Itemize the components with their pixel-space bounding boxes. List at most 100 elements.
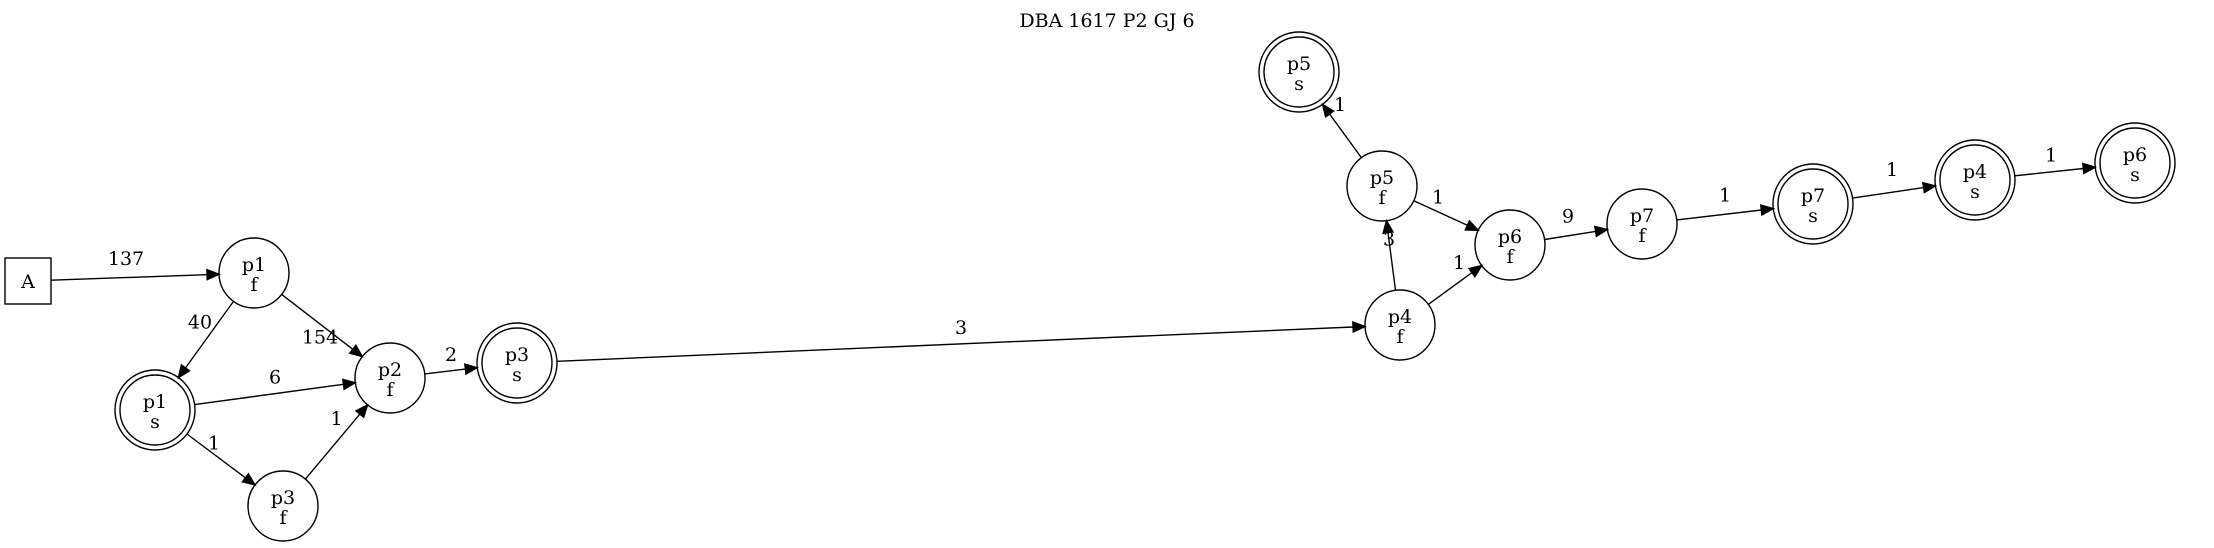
node-sublabel: s — [1808, 205, 1818, 227]
node-outer-ring — [1258, 31, 1340, 113]
edge-line — [1387, 232, 1397, 291]
edge-line — [194, 383, 344, 406]
edge-label: 40 — [188, 312, 212, 334]
node-sublabel: f — [1396, 326, 1405, 348]
edge-line — [2014, 167, 2084, 177]
edge-label: 2 — [445, 344, 457, 366]
node-label: p4 — [1388, 306, 1412, 328]
edge-p4s-to-p6s: 1 — [2014, 145, 2097, 177]
node-circle — [247, 470, 319, 542]
node-sublabel: f — [1638, 225, 1647, 247]
arrowhead-icon — [206, 268, 221, 281]
edge-label: 3 — [1383, 229, 1395, 251]
edge-label: 137 — [108, 248, 144, 270]
edge-line — [1852, 186, 1924, 199]
node-circle — [1364, 289, 1436, 361]
node-sublabel: f — [250, 274, 259, 296]
edge-label: 1 — [330, 408, 342, 430]
node-sublabel: s — [2130, 164, 2140, 186]
node-circle — [354, 342, 426, 414]
node-label: p3 — [505, 344, 529, 366]
node-p6f: p6f — [1474, 209, 1546, 281]
node-label: p1 — [242, 254, 266, 276]
node-sublabel: s — [512, 364, 522, 386]
edge-label: 1 — [1453, 252, 1465, 274]
node-outer-ring — [1772, 163, 1854, 245]
arrowhead-icon — [2081, 162, 2097, 175]
arrowhead-icon — [241, 472, 257, 487]
edge-p1s-to-p3f: 1 — [186, 433, 257, 487]
edge-p7s-to-p4s: 1 — [1852, 159, 1938, 199]
edge-label: 1 — [2045, 145, 2057, 167]
edge-label: 154 — [302, 327, 338, 349]
edge-line — [424, 368, 466, 375]
node-p6s: p6s — [2094, 122, 2176, 204]
edge-line — [1329, 113, 1362, 159]
node-sublabel: f — [1378, 187, 1387, 209]
node-label: p5 — [1370, 167, 1394, 189]
edge-line — [1427, 272, 1473, 305]
node-box — [4, 257, 52, 305]
node-p7f: p7f — [1606, 188, 1678, 260]
edge-label: 1 — [1334, 94, 1346, 116]
node-label: A — [20, 271, 35, 293]
edge-p1f-to-p1s: 40 — [177, 300, 235, 380]
node-circle — [2099, 127, 2171, 199]
edge-line — [1676, 209, 1762, 221]
node-label: p5 — [1287, 53, 1311, 75]
node-circle — [481, 327, 553, 399]
edge-label: 3 — [955, 317, 967, 339]
node-label: p3 — [271, 487, 295, 509]
edge-p5f-to-p5s: 1 — [1321, 94, 1362, 159]
node-label: p7 — [1801, 185, 1825, 207]
edge-p2f-to-p3s: 2 — [424, 344, 480, 376]
node-p1f: p1f — [218, 237, 290, 309]
node-circle — [1474, 209, 1546, 281]
arrowhead-icon — [1921, 181, 1938, 194]
node-outer-ring — [114, 369, 196, 451]
edge-line — [184, 300, 235, 369]
node-sublabel: f — [279, 507, 288, 529]
node-circle — [1777, 168, 1849, 240]
node-circle — [1606, 188, 1678, 260]
node-circle — [1263, 36, 1335, 108]
edge-label: 1 — [1886, 159, 1898, 181]
edge-p1s-to-p2f: 6 — [194, 367, 358, 406]
edge-p1f-to-p2f: 154 — [281, 293, 364, 358]
node-p4f: p4f — [1364, 289, 1436, 361]
edge-p5f-to-p6f: 1 — [1413, 187, 1480, 232]
node-sublabel: s — [1970, 181, 1980, 203]
edge-p4f-to-p5f: 3 — [1382, 218, 1397, 291]
node-sublabel: f — [386, 379, 395, 401]
edge-p4f-to-p6f: 1 — [1427, 252, 1484, 305]
arrowhead-icon — [1467, 264, 1484, 278]
arrowhead-icon — [354, 403, 369, 419]
edge-label: 6 — [269, 367, 281, 389]
arrowhead-icon — [348, 344, 364, 358]
node-sublabel: s — [150, 411, 160, 433]
node-label: p1 — [143, 391, 167, 413]
node-p2f: p2f — [354, 342, 426, 414]
node-circle — [1939, 144, 2011, 216]
arrowhead-icon — [1593, 225, 1610, 238]
edge-line — [1413, 200, 1468, 226]
node-p4s: p4s — [1934, 139, 2016, 221]
node-p7s: p7s — [1772, 163, 1854, 245]
edge-label: 9 — [1562, 206, 1574, 228]
edge-p6f-to-p7f: 9 — [1544, 206, 1610, 241]
node-outer-ring — [476, 322, 558, 404]
node-p5f: p5f — [1346, 150, 1418, 222]
node-sublabel: f — [1506, 246, 1515, 268]
edge-line — [304, 413, 361, 480]
node-label: p4 — [1963, 161, 1987, 183]
edge-label: 1 — [208, 433, 220, 455]
node-circle — [119, 374, 191, 446]
node-circle — [1346, 150, 1418, 222]
node-p5s: p5s — [1258, 31, 1340, 113]
edge-line — [556, 326, 1354, 362]
arrowhead-icon — [463, 363, 480, 376]
arrowhead-icon — [341, 378, 358, 391]
